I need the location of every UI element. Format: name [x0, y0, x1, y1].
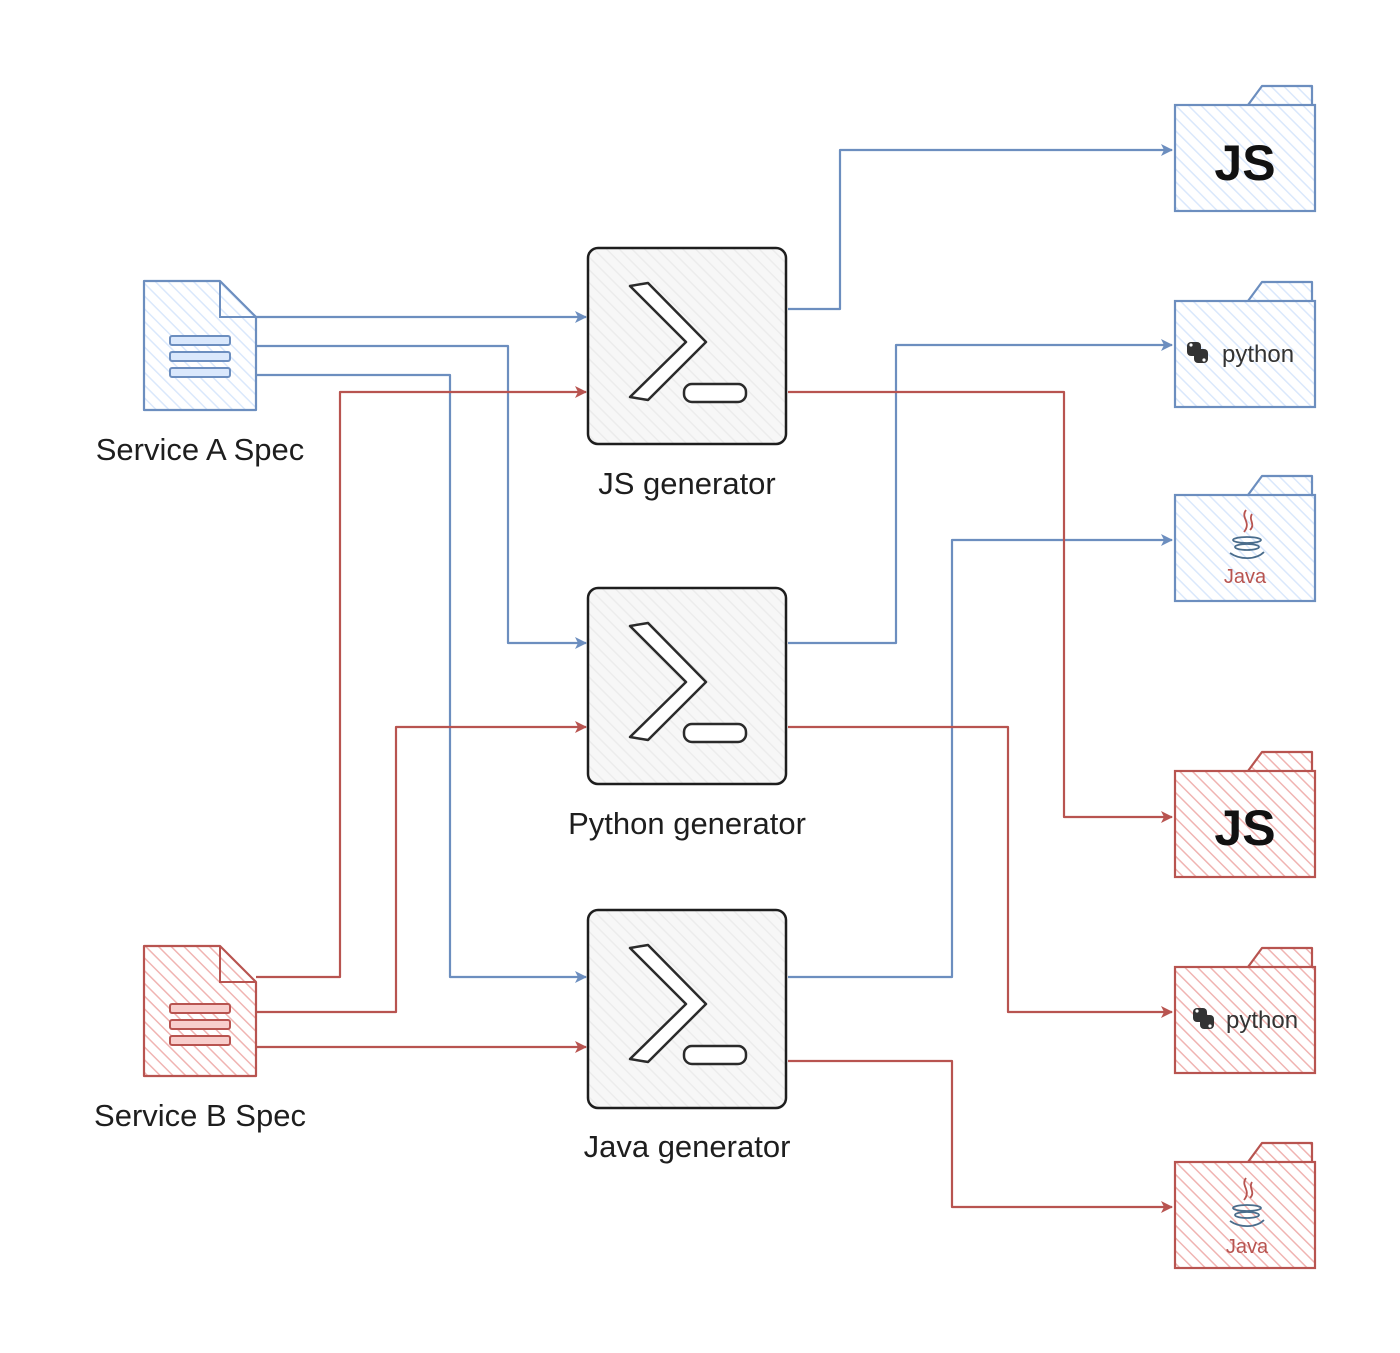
python-logo-text: python: [1222, 341, 1294, 368]
java-generator: Java generator: [584, 908, 791, 1164]
service-a-spec-label: Service A Spec: [96, 432, 305, 467]
output-folder-b-python: python: [1173, 946, 1317, 1075]
edge-js-generator-to-a-js: [788, 144, 1173, 311]
edge-service-b-to-python-generator: [256, 721, 587, 1014]
folder-icon: [1173, 84, 1317, 213]
js-generator-label: JS generator: [598, 466, 776, 501]
folder-icon: [1173, 750, 1317, 879]
edge-python-generator-to-a-python: [788, 339, 1173, 645]
python-logo-text: python: [1226, 1007, 1298, 1034]
edge-java-generator-to-b-java: [788, 1059, 1173, 1213]
terminal-icon: [586, 246, 788, 446]
service-a-spec: Service A Spec: [96, 279, 305, 467]
edge-python-generator-to-b-python: [788, 725, 1173, 1018]
python-logo-icon: [1187, 342, 1208, 363]
output-folder-b-java: Java: [1173, 1141, 1317, 1270]
folder-icon: [1173, 946, 1317, 1075]
python-generator-label: Python generator: [568, 806, 806, 841]
service-b-spec: Service B Spec: [94, 944, 306, 1133]
service-b-spec-label: Service B Spec: [94, 1098, 306, 1133]
js-logo-text: JS: [1214, 800, 1275, 856]
java-logo-text: Java: [1224, 566, 1267, 588]
output-folder-b-js: JS: [1173, 750, 1317, 879]
python-logo-icon: [1193, 1008, 1214, 1029]
java-logo-icon: [1229, 1177, 1265, 1228]
edge-service-a-to-python-generator: [256, 344, 587, 649]
js-generator: JS generator: [586, 246, 788, 501]
js-logo-text: JS: [1214, 135, 1275, 191]
edge-java-generator-to-a-java: [788, 534, 1173, 979]
edge-js-generator-to-b-js: [788, 390, 1173, 823]
java-logo-text: Java: [1226, 1236, 1269, 1258]
connectors: [256, 144, 1173, 1213]
output-folder-a-js: JS: [1173, 84, 1317, 213]
terminal-icon: [586, 908, 788, 1110]
document-icon: [142, 279, 258, 412]
terminal-icon: [586, 586, 788, 786]
document-icon: [142, 944, 258, 1078]
output-folder-a-python: python: [1173, 280, 1317, 409]
python-generator: Python generator: [568, 586, 806, 841]
java-generator-label: Java generator: [584, 1129, 791, 1164]
edge-service-a-to-java-generator: [256, 373, 587, 983]
java-logo-icon: [1229, 509, 1265, 560]
output-folder-a-java: Java: [1173, 474, 1317, 603]
edge-service-b-to-js-generator: [256, 386, 587, 979]
